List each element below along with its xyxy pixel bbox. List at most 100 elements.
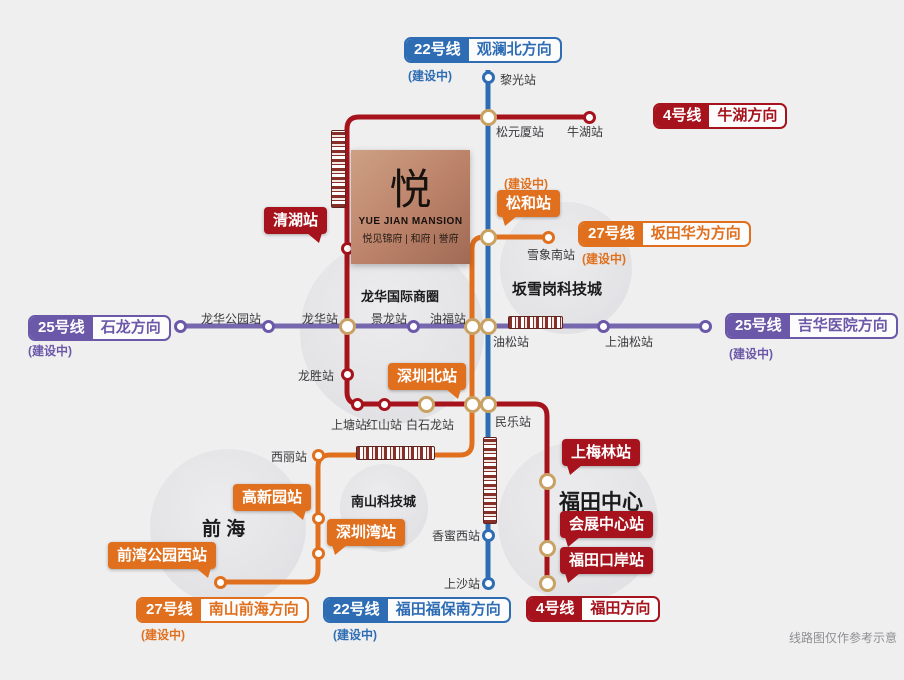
station-dot-hongshan	[377, 397, 391, 411]
station-dot-xiangmixi	[481, 528, 495, 542]
station-bubble-shenzhenbei: 深圳北站	[388, 363, 467, 399]
station-dot-xili	[311, 448, 325, 462]
station-bubble-huizhanzhongxin: 会展中心站	[560, 511, 654, 547]
line-number-label: 4号线	[655, 105, 710, 127]
construction-note: (建设中)	[408, 69, 452, 83]
station-dot-youfu	[463, 317, 481, 335]
station-dot-shenzhenbei	[463, 395, 481, 413]
train-icon	[356, 446, 435, 460]
station-bubble-shenzhenwan: 深圳湾站	[327, 519, 406, 555]
station-label-shangsha: 上沙站	[443, 577, 480, 591]
train-icon	[331, 130, 346, 208]
station-label-longsheng: 龙胜站	[297, 369, 334, 383]
station-dot-qianwangongyuanxi	[213, 575, 227, 589]
station-dot-shangmeilin	[538, 472, 556, 490]
station-label-longhuagongyuan: 龙华公园站	[201, 312, 262, 326]
station-dot-longhua	[338, 317, 356, 335]
construction-note: (建设中)	[28, 344, 72, 358]
construction-note: (建设中)	[333, 628, 377, 642]
line-direction-label: 福田福保南方向	[395, 601, 501, 618]
station-dot-songyuanxia	[479, 108, 497, 126]
station-label-jinglong: 景龙站	[371, 312, 408, 326]
line-badge-line25-shilong: 25号线石龙方向	[28, 315, 171, 341]
station-dot-yousong	[479, 317, 497, 335]
construction-note: (建设中)	[582, 252, 626, 266]
construction-note: (建设中)	[141, 628, 185, 642]
map-disclaimer: 线路图仅作参考示意	[789, 631, 898, 645]
line-number-label: 25号线	[30, 317, 93, 339]
station-dot-longhuagongyuan	[261, 319, 275, 333]
station-bubble-songhe: 松和站	[497, 190, 561, 226]
property-logo: 悦 YUE JIAN MANSION 悦见锦府 | 和府 | 誉府	[351, 150, 470, 264]
district-label-qianhai: 前 海	[202, 519, 246, 540]
station-bubble-futiankouan: 福田口岸站	[560, 547, 654, 583]
station-dot-futiankouan	[538, 574, 556, 592]
station-dot-liguang	[481, 70, 495, 84]
line-number-label: 22号线	[406, 39, 469, 61]
station-label-songyuanxia: 松元厦站	[496, 125, 545, 139]
line-number-label: 27号线	[138, 599, 201, 621]
construction-note: (建设中)	[729, 347, 773, 361]
station-dot-shangsha	[481, 576, 495, 590]
station-label-longhua: 龙华站	[302, 312, 339, 326]
station-dot-xuexiangnan	[541, 230, 555, 244]
line-badge-line25-jihua: 25号线吉华医院方向	[725, 313, 898, 339]
line-number-label: 25号线	[727, 315, 790, 337]
district-label-longhua-cbd: 龙华国际商圈	[361, 289, 440, 304]
station-dot-jinglong	[406, 319, 420, 333]
station-bubble-qinghu: 清湖站	[264, 207, 328, 243]
station-dot-shangtang	[350, 397, 364, 411]
district-qianhai	[150, 449, 306, 605]
station-dot-gaoxinyuan	[311, 511, 325, 525]
station-label-xili: 西丽站	[270, 450, 307, 464]
station-label-xuexiangnan: 雪象南站	[527, 248, 576, 262]
station-label-yousong: 油松站	[493, 335, 530, 349]
line-badge-line27-bantian: 27号线坂田华为方向	[578, 221, 751, 247]
line-4-path	[344, 114, 589, 586]
station-dot-baishilong	[417, 395, 435, 413]
logo-name-en: YUE JIAN MANSION	[358, 216, 463, 227]
station-dot-songhe	[479, 228, 497, 246]
line-badge-line22-north: 22号线观澜北方向	[404, 37, 562, 63]
district-label-banxuegang: 坂雪岗科技城	[512, 281, 603, 298]
station-label-liguang: 黎光站	[500, 73, 537, 87]
station-label-niuhu: 牛湖站	[567, 125, 604, 139]
line-direction-label: 福田方向	[590, 600, 651, 617]
line-badge-line4-niuhu: 4号线牛湖方向	[653, 103, 788, 129]
line-direction-label: 观澜北方向	[476, 41, 552, 58]
station-bubble-gaoxinyuan: 高新园站	[233, 484, 312, 520]
terminus-dot-l25-west-end	[173, 319, 187, 333]
station-bubble-qianwangongyuanxi: 前湾公园西站	[108, 542, 217, 578]
station-label-youfu: 油福站	[430, 312, 467, 326]
station-dot-longsheng	[340, 367, 354, 381]
district-label-futian-center: 福田中心	[559, 491, 643, 514]
line-badge-line4-futian: 4号线福田方向	[526, 596, 661, 622]
station-dot-huizhanzhongxin	[538, 539, 556, 557]
construction-note: (建设中)	[504, 177, 548, 191]
line-direction-label: 南山前海方向	[208, 601, 299, 618]
district-label-nanshan-tech: 南山科技城	[351, 494, 417, 509]
station-label-shangyousong: 上油松站	[605, 335, 654, 349]
station-label-xiangmixi: 香蜜西站	[431, 529, 480, 543]
line-badge-line22-futian: 22号线福田福保南方向	[323, 597, 511, 623]
line-badge-line27-nanshan: 27号线南山前海方向	[136, 597, 309, 623]
station-label-hongshan: 红山站	[366, 418, 403, 432]
line-direction-label: 石龙方向	[100, 319, 161, 336]
terminus-dot-l25-east-end	[698, 319, 712, 333]
station-dot-shenzhenwan	[311, 546, 325, 560]
train-icon	[483, 437, 497, 524]
line-number-label: 22号线	[325, 599, 388, 621]
line-direction-label: 牛湖方向	[717, 107, 778, 124]
station-dot-shangyousong	[596, 319, 610, 333]
station-dot-niuhu	[582, 110, 596, 124]
station-label-shangtang: 上塘站	[331, 418, 368, 432]
train-icon	[508, 316, 563, 329]
line-direction-label: 吉华医院方向	[797, 317, 888, 334]
station-dot-minle	[479, 395, 497, 413]
station-bubble-shangmeilin: 上梅林站	[562, 439, 641, 475]
line-number-label: 4号线	[528, 598, 583, 620]
line-direction-label: 坂田华为方向	[650, 225, 741, 242]
line-number-label: 27号线	[580, 223, 643, 245]
logo-glyph: 悦	[389, 165, 432, 214]
